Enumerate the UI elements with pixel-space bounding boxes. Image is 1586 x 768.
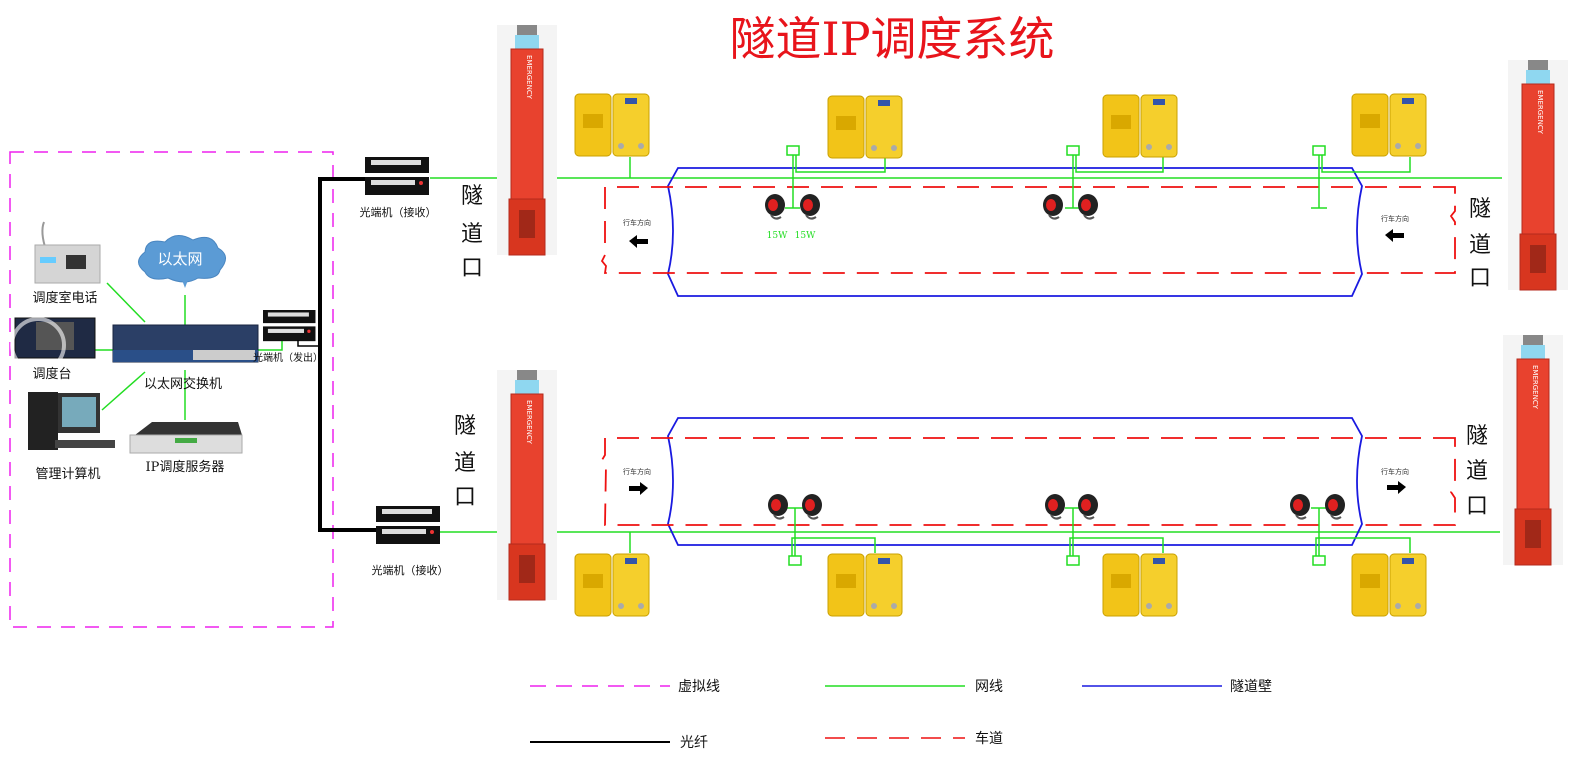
phone-links-bottom	[629, 507, 1411, 566]
emergency-pillar: EMERGENCY	[1502, 334, 1564, 566]
speaker-icon	[1324, 493, 1346, 520]
legend: 虚拟线 网线 隧道壁 光纤 车道	[530, 679, 1272, 751]
speaker-icon	[764, 193, 786, 220]
speaker-icon	[799, 193, 821, 220]
control-room-network-links	[95, 282, 283, 420]
speaker-icon	[767, 493, 789, 520]
management-computer	[28, 392, 115, 450]
svg-text:EMERGENCY: EMERGENCY	[1531, 365, 1539, 410]
arrow-right-icon	[629, 482, 648, 495]
speaker-icon	[1044, 493, 1066, 520]
svg-text:道: 道	[1466, 459, 1488, 484]
fiber-transceiver-receiver-bottom	[376, 506, 440, 544]
speaker-power-label: 15W	[767, 231, 788, 241]
emergency-phone	[574, 93, 650, 157]
svg-text:隧: 隧	[454, 414, 476, 439]
dispatch-console	[10, 317, 96, 373]
svg-text:EMERGENCY: EMERGENCY	[525, 55, 533, 100]
emergency-phone	[1102, 553, 1178, 617]
lane-bottom	[600, 437, 1456, 526]
svg-text:道: 道	[454, 451, 476, 476]
arrow-right-icon	[1387, 481, 1406, 494]
lane-top	[600, 186, 1456, 274]
svg-text:口: 口	[1469, 266, 1491, 291]
svg-text:隧: 隧	[1466, 424, 1488, 449]
ethernet-cloud	[138, 235, 226, 288]
tunnel-entrance-label-top-right: 隧道口	[1469, 197, 1491, 291]
fiber-drop	[297, 340, 320, 347]
fiber-transceiver-sender-label: 光端机（发出）	[253, 351, 323, 364]
speaker-icon	[1042, 193, 1064, 220]
tunnel-wall-bottom	[667, 417, 1363, 546]
arrow-left-icon	[629, 235, 648, 248]
emergency-phone	[827, 95, 903, 159]
svg-text:道: 道	[1469, 233, 1491, 258]
fiber-transceiver-sender	[263, 310, 316, 342]
direction-label: 行车方向	[623, 467, 651, 476]
svg-text:口: 口	[1466, 494, 1488, 519]
svg-text:EMERGENCY: EMERGENCY	[525, 400, 533, 445]
direction-label: 行车方向	[1381, 214, 1409, 223]
receiver-top-label: 光端机（接收）	[360, 205, 437, 219]
direction-label: 行车方向	[623, 218, 651, 227]
management-computer-label: 管理计算机	[35, 467, 100, 482]
arrow-left-icon	[1385, 229, 1404, 242]
ethernet-switch	[112, 324, 259, 363]
emergency-pillar: EMERGENCY	[496, 369, 558, 601]
phone-links-top	[629, 145, 1411, 209]
emergency-phone	[1102, 94, 1178, 158]
legend-label: 虚拟线	[678, 679, 720, 695]
control-room-boundary	[9, 151, 334, 628]
svg-text:道: 道	[461, 222, 483, 247]
tunnel-entrance-label-bottom-right: 隧道口	[1466, 424, 1488, 519]
emergency-pillar: EMERGENCY	[1507, 59, 1569, 291]
tunnel-entrance-label-bottom-left: 隧道口	[454, 414, 476, 510]
svg-text:隧: 隧	[461, 184, 483, 209]
legend-label: 光纤	[680, 735, 708, 751]
ip-dispatch-server-label: IP调度服务器	[146, 459, 225, 475]
speaker-power-label: 15W	[795, 231, 816, 241]
legend-label: 网线	[975, 679, 1003, 695]
legend-label: 车道	[975, 730, 1003, 747]
emergency-phone	[827, 553, 903, 617]
emergency-phone	[574, 553, 650, 617]
receiver-bottom-label: 光端机（接收）	[372, 563, 449, 577]
emergency-phone	[1351, 93, 1427, 157]
legend-label: 隧道壁	[1230, 679, 1272, 695]
tunnel-entrance-label-top-left: 隧道口	[461, 184, 483, 281]
ethernet-cloud-label: 以太网	[157, 250, 202, 268]
tunnel-wall-top	[667, 167, 1363, 297]
speaker-icon	[801, 493, 823, 520]
svg-text:隧: 隧	[1469, 197, 1491, 222]
ethernet-switch-label: 以太网交换机	[144, 376, 222, 392]
speaker-icon	[1077, 193, 1099, 220]
fiber-trunk	[318, 177, 376, 532]
ip-dispatch-server	[129, 422, 243, 454]
fiber-transceiver-receiver-top	[365, 157, 429, 195]
svg-text:口: 口	[454, 485, 476, 510]
svg-text:口: 口	[461, 256, 483, 281]
direction-label: 行车方向	[1381, 467, 1409, 476]
dispatch-room-phone	[34, 221, 101, 284]
speaker-icon	[1289, 493, 1311, 520]
svg-text:EMERGENCY: EMERGENCY	[1536, 90, 1544, 135]
emergency-pillar: EMERGENCY	[496, 24, 558, 256]
diagram-title: 隧道IP调度系统	[729, 12, 1054, 66]
dispatch-room-phone-label: 调度室电话	[32, 290, 97, 306]
emergency-phone	[1351, 553, 1427, 617]
dispatch-console-label: 调度台	[32, 366, 71, 382]
speaker-icon	[1077, 493, 1099, 520]
